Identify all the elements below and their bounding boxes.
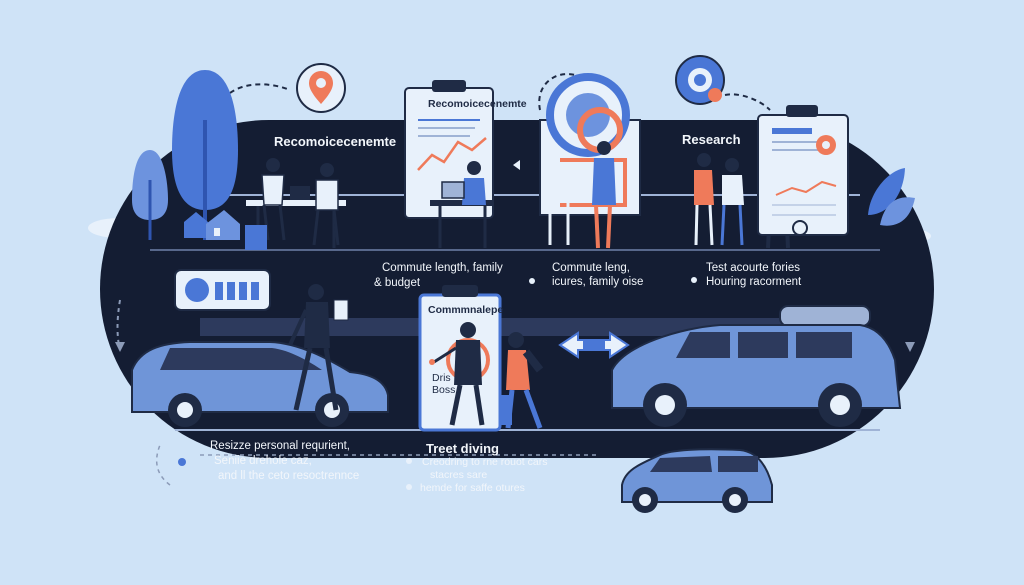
bullet-markers <box>406 277 697 490</box>
criteria-item-3-line2: Houring racorment <box>706 276 802 288</box>
test-drive-card <box>418 285 502 432</box>
card-line-1: Dris <box>432 372 451 384</box>
person-at-desk <box>430 161 492 248</box>
heading-test-driving: Treet diving <box>426 441 499 456</box>
card-title: Commmnalepe <box>428 304 504 316</box>
suv-car <box>611 305 902 427</box>
test-drive-line-3: hemde for saffe otures <box>420 482 525 494</box>
heading-recommendations: Recomoicecenemte <box>274 134 397 149</box>
traveler <box>500 332 544 429</box>
criteria-item-1-line2: & budget <box>374 277 421 289</box>
location-pin-icon <box>296 63 346 113</box>
sedan-car <box>131 341 389 427</box>
test-drive-line-2: stacres sare <box>430 469 488 481</box>
card-line-2: Boss <box>432 384 456 396</box>
gear-icon <box>675 55 725 105</box>
hatchback-car <box>621 448 773 513</box>
requirements-line-2: Seniie drehole caz, <box>214 455 312 467</box>
criteria-item-2-line2: icures, family oise <box>552 276 644 288</box>
requirements-line-3: and ll the ceto resoctrennce <box>218 470 360 482</box>
test-drive-line-1: Creodring to rne rouot cars <box>422 456 548 468</box>
clipboard-title: Recomoicecenemte <box>428 98 527 110</box>
heading-research: Research <box>682 132 741 147</box>
person-inspecting-car <box>288 284 349 411</box>
sign-board <box>174 269 271 311</box>
requirements-line-1: Resizze personal requrient, <box>210 440 350 452</box>
criteria-item-1-line1: Commute length, family <box>382 262 503 274</box>
meeting-scene <box>245 158 346 250</box>
direction-arrow-icon <box>558 331 630 359</box>
plant-icon <box>868 168 915 226</box>
magnifier-panel <box>513 73 641 249</box>
houses-icon <box>184 210 240 240</box>
criteria-item-2-line1: Commute leng, <box>552 262 630 274</box>
criteria-item-3-line1: Test acourte fories <box>706 262 800 274</box>
research-clipboard <box>757 105 849 236</box>
